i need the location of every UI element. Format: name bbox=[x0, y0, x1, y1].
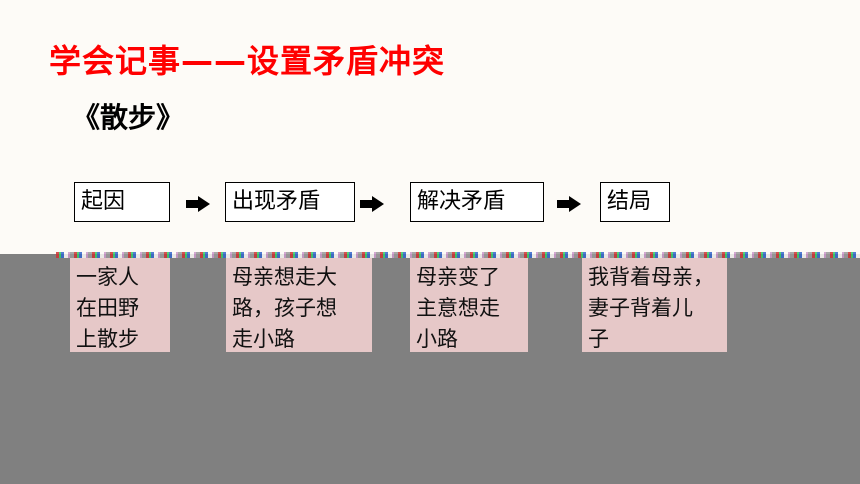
detail-card-resolution: 母亲变了 主意想走 小路 bbox=[410, 258, 528, 352]
detail-line: 上散步 bbox=[76, 327, 139, 351]
detail-line: 母亲想走大 bbox=[232, 265, 337, 289]
render-artifact-strip bbox=[56, 252, 860, 258]
detail-line: 我背着母亲， bbox=[588, 265, 714, 289]
detail-card-ending: 我背着母亲， 妻子背着儿 子 bbox=[582, 258, 727, 352]
arrow-right-icon bbox=[557, 196, 581, 212]
detail-card-conflict: 母亲想走大 路，孩子想 走小路 bbox=[226, 258, 372, 352]
detail-line: 在田野 bbox=[76, 296, 139, 320]
step-box-ending: 结局 bbox=[600, 182, 670, 222]
detail-line: 主意想走 bbox=[416, 296, 500, 320]
detail-line: 妻子背着儿 bbox=[588, 296, 693, 320]
step-box-resolution: 解决矛盾 bbox=[410, 182, 544, 222]
detail-line: 子 bbox=[588, 327, 609, 351]
detail-line: 走小路 bbox=[232, 327, 295, 351]
slide-title: 学会记事——设置矛盾冲突 bbox=[49, 42, 446, 80]
step-box-cause: 起因 bbox=[74, 182, 170, 222]
detail-line: 路，孩子想 bbox=[232, 296, 337, 320]
detail-line: 小路 bbox=[416, 327, 458, 351]
detail-card-cause: 一家人 在田野 上散步 bbox=[70, 258, 170, 352]
slide-subtitle: 《散步》 bbox=[72, 101, 185, 134]
arrow-right-icon bbox=[186, 196, 210, 212]
detail-line: 母亲变了 bbox=[416, 265, 500, 289]
arrow-right-icon bbox=[360, 196, 384, 212]
step-box-conflict: 出现矛盾 bbox=[225, 182, 355, 222]
detail-line: 一家人 bbox=[76, 265, 139, 289]
